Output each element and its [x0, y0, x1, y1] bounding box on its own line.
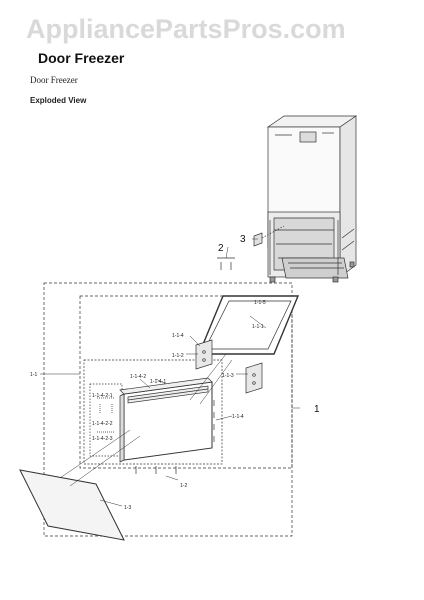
callout-1-1-4-1: 1-1-4-1	[150, 379, 166, 385]
callout-1-1-4-2-1: 1-1-4-2-1	[92, 393, 113, 399]
callout-1-1-1: 1-1-1	[252, 324, 264, 330]
leader-lines	[40, 238, 300, 507]
watermark: AppliancePartsPros.com	[26, 14, 346, 44]
callout-1-1-4-2-2: 1-1-4-2-2	[92, 421, 113, 427]
refrigerator-cabinet	[266, 115, 358, 283]
door-panel	[119, 377, 213, 463]
door-gasket	[197, 295, 300, 355]
bracket-right	[245, 362, 263, 394]
callout-2: 2	[218, 243, 224, 254]
callout-1-1-4-top: 1-1-4	[172, 333, 184, 339]
callout-1-1: 1-1	[30, 372, 37, 378]
assembly-1-1-4-boundary	[83, 359, 223, 465]
callout-1-1-5: 1-1-5	[254, 300, 266, 306]
bracket-left	[195, 339, 213, 370]
callout-1-1-2: 1-1-2	[172, 353, 184, 359]
callout-3: 3	[240, 234, 246, 245]
part-2-screws	[217, 257, 235, 270]
callout-1-1-4-2-3: 1-1-4-2-3	[92, 436, 113, 442]
assembly-1-1-boundary	[79, 295, 293, 469]
callout-1-1-4-right: 1-1-4	[232, 414, 244, 420]
section-label: Exploded View	[30, 96, 87, 105]
page-subtitle: Door Freezer	[30, 75, 78, 85]
assembly-1-1-4-2-boundary	[89, 383, 123, 457]
bottom-screws	[135, 466, 177, 474]
assembly-1-boundary	[43, 282, 293, 537]
callout-1: 1	[314, 404, 320, 415]
page-title: Door Freezer	[38, 50, 125, 66]
callout-1-2: 1-2	[180, 483, 187, 489]
part-3-bracket	[253, 225, 285, 247]
front-cover-panel	[19, 469, 125, 541]
small-parts	[97, 397, 115, 433]
callout-1-1-4-2: 1-1-4-2	[130, 374, 146, 380]
callout-1-1-3: 1-1-3	[222, 373, 234, 379]
callout-1-3: 1-3	[124, 505, 131, 511]
